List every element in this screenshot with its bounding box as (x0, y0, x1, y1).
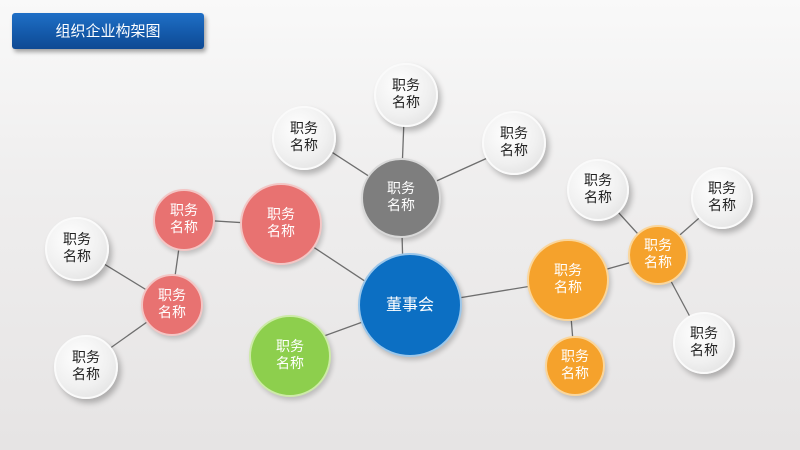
node-red-main[interactable]: 职务 名称 (240, 183, 322, 265)
node-dark-top[interactable]: 职务 名称 (374, 63, 438, 127)
node-orange-leaf-2[interactable]: 职务 名称 (691, 167, 753, 229)
node-orange-main[interactable]: 职务 名称 (527, 239, 609, 321)
node-green-main[interactable]: 职务 名称 (249, 315, 331, 397)
node-dark-left[interactable]: 职务 名称 (272, 106, 336, 170)
page-title: 组织企业构架图 (12, 13, 204, 49)
node-orange-mid[interactable]: 职务 名称 (628, 225, 688, 285)
node-center-board[interactable]: 董事会 (358, 253, 462, 357)
node-orange-leaf-1[interactable]: 职务 名称 (567, 159, 629, 221)
node-dark-main[interactable]: 职务 名称 (361, 158, 441, 238)
node-dark-right[interactable]: 职务 名称 (482, 111, 546, 175)
node-red-leaf-2[interactable]: 职务 名称 (54, 335, 118, 399)
node-orange-leaf-3[interactable]: 职务 名称 (673, 312, 735, 374)
node-red-mid[interactable]: 职务 名称 (141, 274, 203, 336)
node-red-leaf-1[interactable]: 职务 名称 (45, 217, 109, 281)
node-orange-bottom[interactable]: 职务 名称 (545, 336, 605, 396)
node-red-top[interactable]: 职务 名称 (153, 189, 215, 251)
